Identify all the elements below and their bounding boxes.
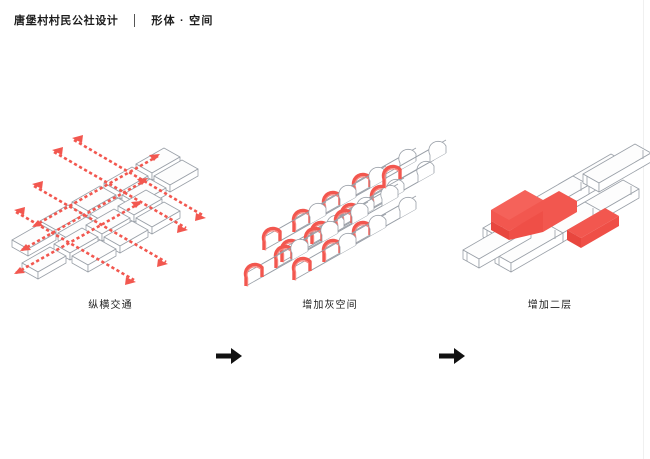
second-floor-mass-group [491, 190, 619, 248]
diagram-strip: 纵横交通 [0, 130, 650, 364]
panel-caption-circulation: 纵横交通 [88, 300, 133, 311]
circulation-arrow-group [14, 135, 206, 285]
page-header: 唐堡村村民公社设计 形体 · 空间 [0, 0, 650, 40]
arrowhead [14, 135, 206, 285]
page-title: 唐堡村村民公社设计 [14, 15, 119, 27]
arrow-right-icon [437, 343, 467, 369]
diagram-panel-circulation: 纵横交通 [8, 130, 213, 330]
header-divider [134, 13, 136, 27]
panel-caption-gray-space: 增加灰空间 [302, 300, 358, 311]
page-right-rule [643, 0, 644, 459]
axonometric-massing-second-floor [455, 130, 650, 295]
axonometric-massing-grid-circulation [8, 130, 213, 295]
diagram-panel-gray-space: 增加灰空间 [232, 130, 448, 330]
page-subtitle: 形体 · 空间 [151, 15, 214, 27]
arrow-right-icon [214, 343, 244, 369]
second-floor-mass-bar [567, 208, 619, 248]
diagram-panel-second-floor: 增加二层 [455, 130, 650, 330]
axonometric-massing-vaulted-gray-space [232, 130, 448, 295]
vaulted-volume-group [243, 138, 448, 289]
massing-volume-group [11, 147, 199, 280]
panel-caption-second-floor: 增加二层 [527, 300, 573, 311]
second-floor-mass-s-shape [491, 190, 577, 240]
